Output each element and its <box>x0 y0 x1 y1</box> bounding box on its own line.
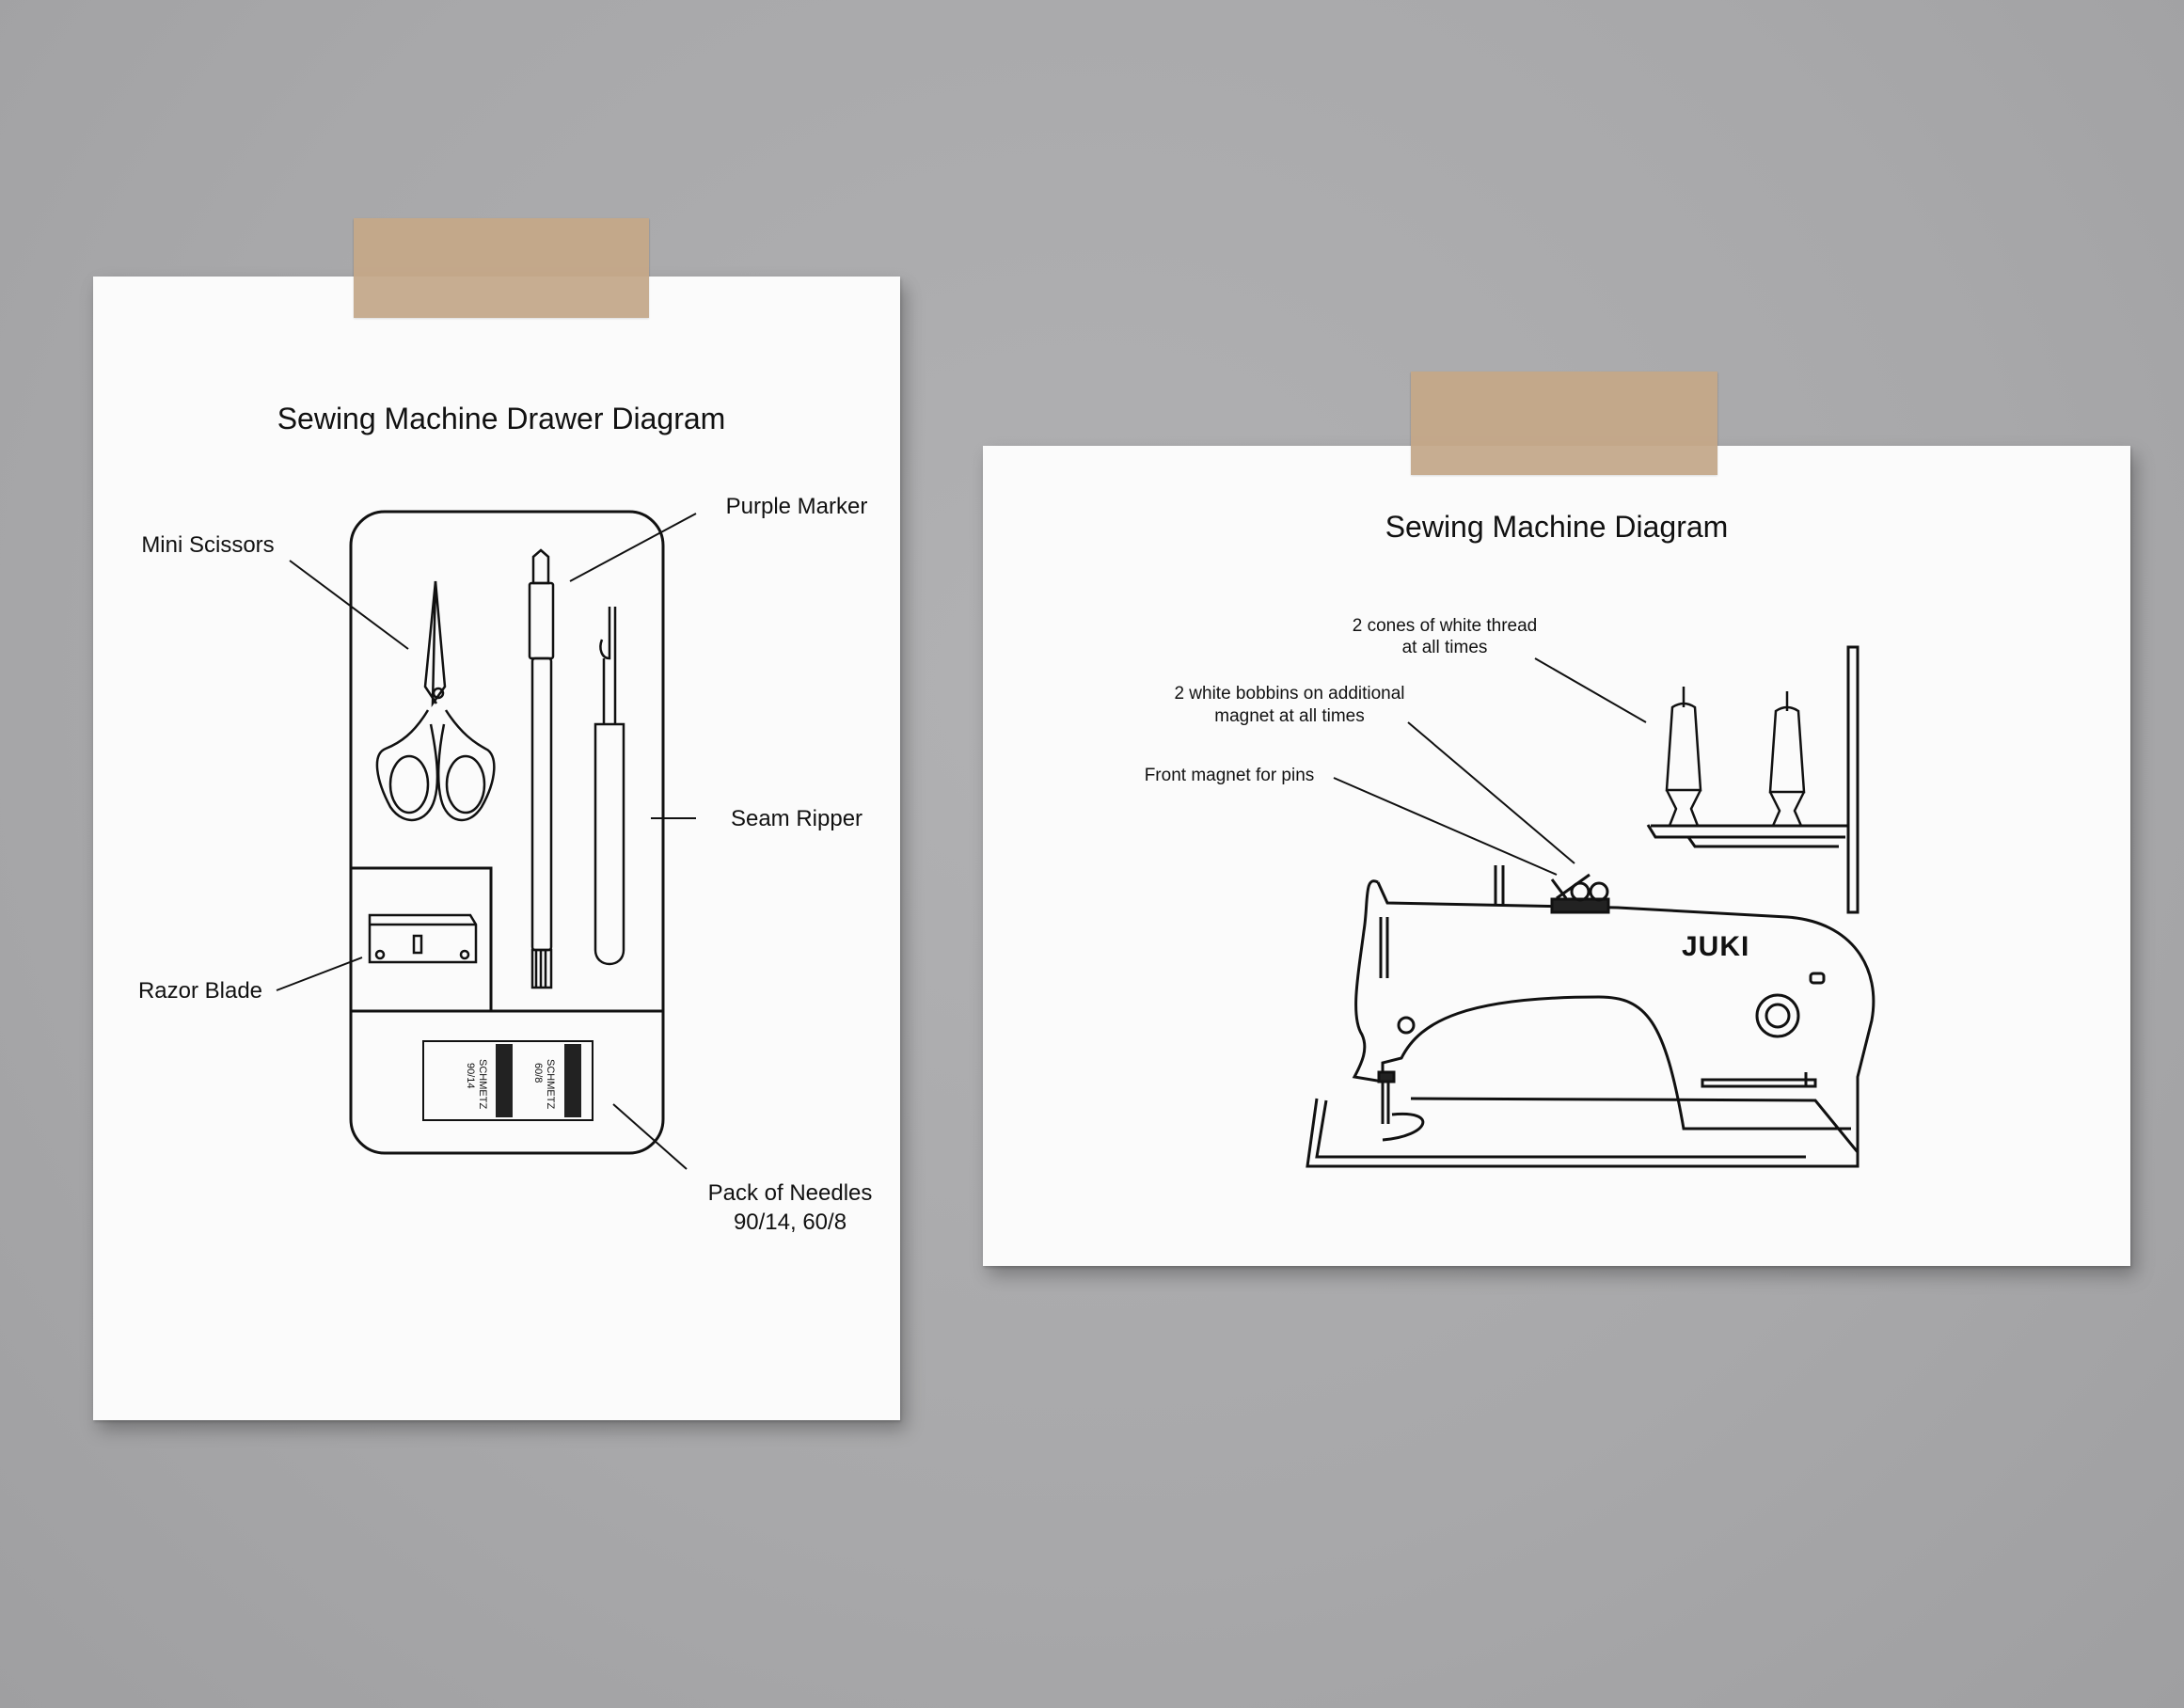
label-front-magnet: Front magnet for pins <box>1145 766 1315 785</box>
needle-pack-text-left-2: 90/14 <box>465 1063 476 1089</box>
marker-icon <box>528 548 555 989</box>
label-razor-blade: Razor Blade <box>138 978 262 1004</box>
seam-ripper-icon <box>593 607 625 966</box>
razor-blade-icon <box>368 913 478 964</box>
label-needles-line2: 90/14, 60/8 <box>734 1210 847 1235</box>
needle-pack-text-right-2: 60/8 <box>532 1063 544 1083</box>
needle-pack-text-right-1: SCHMETZ <box>545 1059 556 1109</box>
needle-pack-icon <box>422 1040 593 1121</box>
machine-leader-lines <box>1333 657 1647 876</box>
machine-diagram-title: Sewing Machine Diagram <box>1385 510 1729 544</box>
label-seam-ripper: Seam Ripper <box>731 806 863 831</box>
masking-tape-left-top <box>354 218 649 318</box>
label-purple-marker: Purple Marker <box>726 494 868 519</box>
drawer-tray <box>349 510 665 1155</box>
brand-logo-text: JUKI <box>1682 931 1749 962</box>
label-thread-line1: 2 cones of white thread <box>1353 616 1537 636</box>
sewing-machine-icon <box>1306 865 1875 1168</box>
label-thread-line2: at all times <box>1402 638 1488 657</box>
thread-cone-icon <box>1665 687 1806 827</box>
needle-pack-text-left-1: SCHMETZ <box>477 1059 488 1109</box>
scissors-icon <box>375 580 496 822</box>
drawer-leader-lines <box>276 513 697 1170</box>
label-needles-line1: Pack of Needles <box>708 1180 873 1206</box>
machine-diagram-sheet <box>983 446 2130 1266</box>
thread-stand-icon <box>1646 645 1860 914</box>
masking-tape-right-top <box>1411 372 1717 475</box>
label-bobbins-line1: 2 white bobbins on additional <box>1174 684 1404 704</box>
drawer-diagram-sheet <box>93 277 900 1420</box>
label-bobbins-line2: magnet at all times <box>1214 706 1364 726</box>
label-mini-scissors: Mini Scissors <box>141 532 274 558</box>
drawer-diagram-title: Sewing Machine Drawer Diagram <box>277 402 726 435</box>
